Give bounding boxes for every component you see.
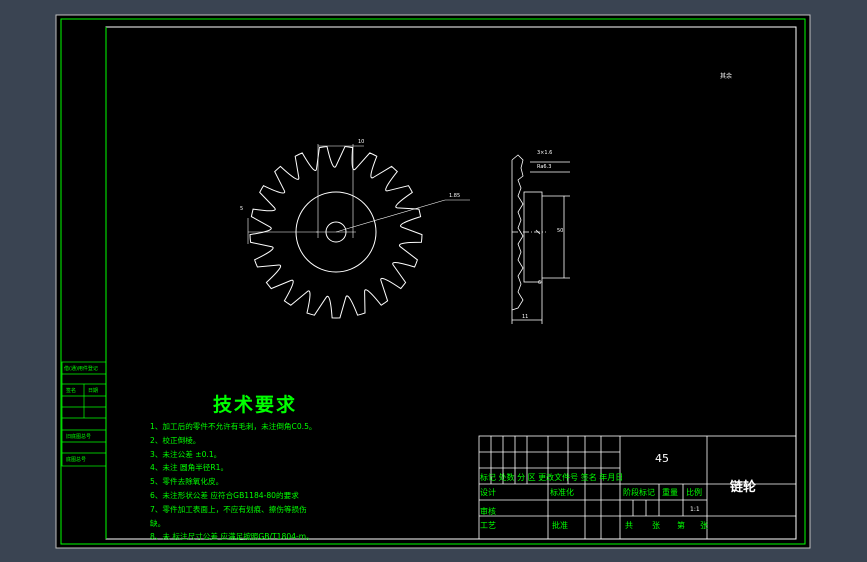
side-label: 底图总号: [66, 457, 87, 463]
side-label: 借(通)用件登记: [64, 366, 98, 372]
dim-text: 6: [538, 280, 542, 286]
dim-text: 50: [557, 228, 564, 234]
title-block: [478, 435, 797, 540]
review-label: 审核: [480, 507, 496, 516]
material-label: 45: [655, 452, 669, 465]
side-label-block: [61, 361, 107, 467]
weight-label: 重量: [662, 488, 678, 497]
tech-note: 3、未注公差 ±0.1。: [150, 449, 222, 459]
tech-note: 7、零件加工表面上，不应有划痕、擦伤等损伤: [150, 504, 307, 514]
dim-text: 5: [240, 206, 244, 212]
standardization-label: 标准化: [550, 488, 574, 497]
sheet-unit-label: 张: [652, 521, 660, 530]
tech-note: 5、零件去除氧化皮。: [150, 477, 224, 487]
tech-note: 缺。: [150, 518, 166, 528]
scale-label: 比例: [686, 488, 702, 497]
dim-text: 3×1.6: [537, 150, 553, 156]
sheet-num-label: 第: [677, 521, 685, 530]
tech-note: 8、未 标注尺寸公差 应满足按照GB/T1804-m。: [150, 532, 314, 542]
side-label: 签名: [66, 388, 77, 394]
side-label: 旧底图总号: [66, 434, 92, 440]
dim-text: Ra6.3: [537, 164, 552, 170]
outer-frame: [60, 18, 806, 545]
revision-row: 标记 处数 分 区 更改文件号 签名 年月日: [480, 473, 624, 482]
side-view-teeth: [511, 154, 524, 311]
dim-text: 10: [358, 139, 365, 145]
tech-note: 4、未注 圆角半径R1。: [150, 463, 229, 473]
sprocket-tooth-profile: [249, 145, 423, 319]
side-view-hub: [523, 191, 543, 283]
dim-text: 1.85: [449, 193, 461, 199]
tech-note: 6、未注形状公差 应符合GB1184-80的要求: [150, 490, 299, 500]
tech-note: 2、校正倒棱。: [150, 435, 201, 445]
design-label: 设计: [480, 488, 496, 497]
stage-mark-label: 阶段标记: [623, 488, 655, 497]
dim-text: 11: [522, 314, 529, 320]
side-label: 日期: [88, 388, 99, 394]
drawing-paper: [55, 14, 811, 549]
tech-requirements-list: 1、加工后的零件不允许有毛刺，未注倒角C0.5。 2、校正倒棱。 3、未注公差 …: [150, 420, 317, 544]
part-name: 链轮: [730, 480, 757, 495]
sprocket-side-view: [511, 154, 570, 324]
approve-label: 批准: [552, 521, 568, 530]
sheets-total-label: 共: [625, 521, 633, 530]
scale-value: 1:1: [690, 506, 700, 513]
tech-requirements-title: 技术要求: [213, 394, 298, 416]
tech-note: 1、加工后的零件不允许有毛刺，未注倒角C0.5。: [150, 422, 317, 431]
sheet-unit-label-2: 张: [700, 521, 708, 530]
process-label: 工艺: [480, 521, 496, 530]
front-dimensions: [247, 144, 470, 244]
roughness-note: 其余: [720, 73, 733, 80]
